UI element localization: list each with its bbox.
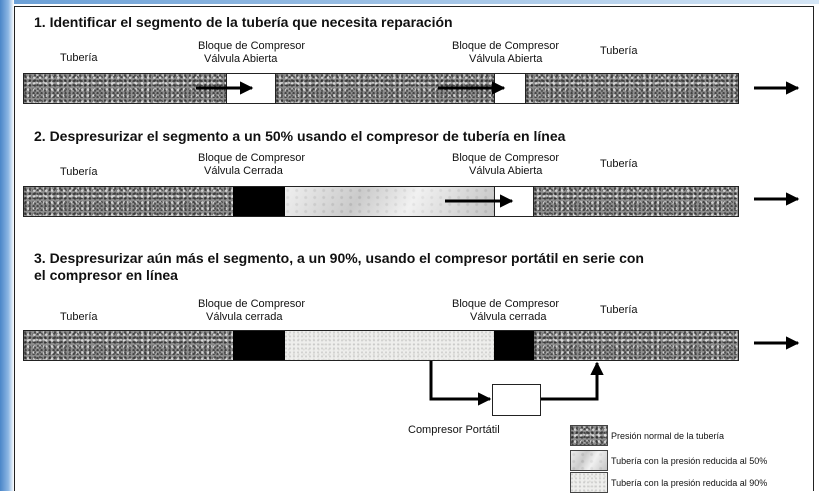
step3-pipe-left-label: Tubería [60,311,98,323]
step2-block2-title: Bloque de Compresor [452,152,560,164]
step1-pipe-segment [276,74,494,103]
step2-heading: 2. Despresurizar el segmento a un 50% us… [34,128,566,144]
step1-block2-title: Bloque de Compresor [452,40,560,52]
step1-pipe-normal-left [24,74,226,103]
step1-pipe-right-label: Tubería [600,45,638,57]
step3-pipe [23,330,739,361]
step2-closed-valve-block1 [233,187,285,216]
step3-heading-line1: 3. Despresurizar aún más el segmento, a … [34,250,644,266]
step2-pipe-left-label: Tubería [60,166,98,178]
step3-pipe-right-label: Tubería [600,304,638,316]
step1-pipe-normal-right [526,74,738,103]
legend-label-reduced90: Tubería con la presión reducida al 90% [611,478,768,488]
bypass-in-arrow [429,361,492,406]
step2-pipe-normal-right [534,187,738,216]
step3-block2-title: Bloque de Compresor [452,298,560,310]
step1-pipe-left-label: Tubería [60,52,98,64]
step1-block1-state: Válvula Abierta [204,53,278,65]
step3-block1-title: Bloque de Compresor [198,298,306,310]
legend-label-reduced50: Tubería con la presión reducida al 50% [611,456,768,466]
left-edge-gradient [0,0,14,491]
step3-pipe-normal-right [534,331,738,360]
step2-pipe-right-label: Tubería [600,158,638,170]
step1-pipe [23,73,739,104]
step2-pipe-normal-left [24,187,233,216]
step1-block1-title: Bloque de Compresor [198,40,306,52]
diagram-frame [14,6,814,491]
legend-swatch-reduced50 [570,450,608,471]
step3-block1-state: Válvula cerrada [206,311,283,323]
step2-block1-state: Válvula Cerrada [204,165,283,177]
legend-swatch-reduced90 [570,472,608,493]
legend-swatch-normal [570,425,608,446]
step3-heading-line2: el compresor en línea [34,267,178,283]
step2-pipe-segment-reduced50 [285,187,494,216]
step1-open-valve-block2 [494,74,526,103]
step3-closed-valve-block2 [494,331,534,360]
portable-compressor-box [492,384,541,416]
legend-label-normal: Presión normal de la tubería [611,431,725,441]
step3-pipe-normal-left [24,331,233,360]
step1-heading: 1. Identificar el segmento de la tubería… [34,14,453,30]
step2-block2-state: Válvula Abierta [469,165,543,177]
step1-block2-state: Válvula Abierta [469,53,543,65]
step3-block2-state: Válvula cerrada [470,311,547,323]
step3-pipe-segment-reduced90 [285,331,494,360]
portable-compressor-label: Compresor Portátil [408,424,500,436]
bypass-out-arrow [541,361,604,401]
step2-block1-title: Bloque de Compresor [198,152,306,164]
step2-pipe [23,186,739,217]
top-edge-gradient [0,0,819,4]
step3-closed-valve-block1 [233,331,285,360]
